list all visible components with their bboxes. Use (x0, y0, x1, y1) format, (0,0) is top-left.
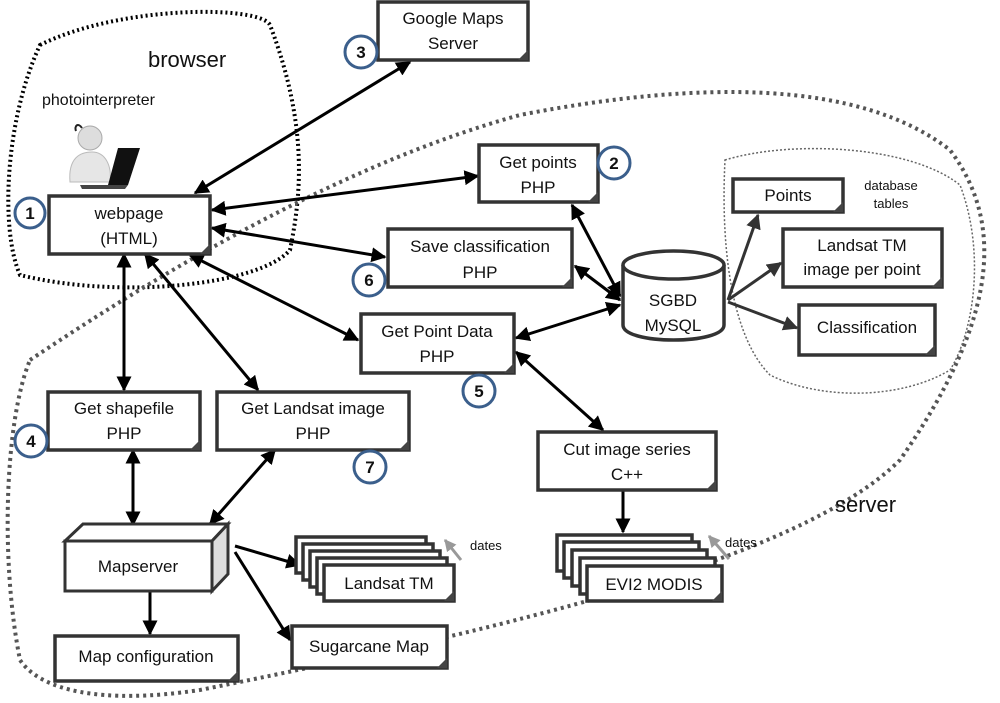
svg-text:Map configuration: Map configuration (78, 647, 213, 666)
node-get-landsat: Get Landsat image PHP (215, 390, 411, 452)
step-badge-1: 1 (13, 196, 47, 230)
node-get-point-data: Get Point Data PHP (359, 312, 516, 375)
svg-text:PHP: PHP (296, 424, 331, 443)
svg-text:Landsat TM: Landsat TM (344, 574, 433, 593)
edge-get-point-data-sgbd (514, 301, 622, 342)
step-badge-6: 6 (351, 262, 387, 298)
svg-text:Save classification: Save classification (410, 237, 550, 256)
server-region-label: server (835, 492, 896, 517)
svg-text:1: 1 (25, 204, 34, 223)
step-badge-2: 2 (596, 145, 632, 181)
db-table-classification: Classification (797, 303, 937, 357)
dates-label: dates (470, 538, 502, 553)
node-map-configuration: Map configuration (53, 634, 240, 683)
db-tables-caption-1: database (864, 178, 918, 193)
node-google-maps: Google Maps Server (376, 0, 530, 62)
svg-text:4: 4 (26, 432, 36, 451)
node-mapserver: Mapserver (61, 520, 232, 595)
actor-label: photointerpreter (42, 92, 156, 109)
edge-webpage-get-landsat (143, 252, 260, 392)
svg-text:PHP: PHP (107, 424, 142, 443)
dates-arrow-icon (707, 535, 731, 560)
db-table-landsat-per-point: Landsat TM image per point (781, 227, 944, 289)
db-tables-caption-2: tables (874, 196, 909, 211)
edge-get-point-data-cut-image (514, 350, 605, 432)
step-badge-5: 5 (461, 373, 497, 409)
svg-text:Get shapefile: Get shapefile (74, 399, 174, 418)
edge-mapserver-landsat-tm (234, 544, 302, 569)
node-get-shapefile: Get shapefile PHP (46, 390, 202, 452)
svg-text:Google Maps: Google Maps (402, 9, 503, 28)
svg-text:Get Landsat image: Get Landsat image (241, 399, 385, 418)
user-laptop-icon (69, 124, 140, 189)
edge-sgbd-landsat-per-point (727, 261, 783, 302)
step-badge-7: 7 (352, 449, 388, 485)
svg-text:6: 6 (364, 271, 373, 290)
svg-text:2: 2 (609, 154, 618, 173)
svg-text:Mapserver: Mapserver (98, 557, 179, 576)
svg-text:C++: C++ (611, 465, 643, 484)
svg-text:Classification: Classification (817, 318, 917, 337)
svg-text:Sugarcane Map: Sugarcane Map (309, 637, 429, 656)
svg-text:PHP: PHP (420, 347, 455, 366)
node-get-points: Get points PHP (477, 143, 600, 204)
dates-arrow-icon (443, 539, 463, 561)
step-badge-3: 3 (343, 34, 379, 70)
svg-text:PHP: PHP (463, 263, 498, 282)
step-badge-4: 4 (13, 423, 49, 459)
edge-save-classification-sgbd (573, 264, 622, 302)
edge-get-landsat-mapserver (208, 448, 277, 526)
edge-sgbd-points (726, 213, 761, 301)
edge-webpage-google-maps (193, 60, 412, 195)
svg-text:Points: Points (764, 186, 811, 205)
edge-sgbd-classification (727, 300, 799, 331)
edge-webpage-get-point-data (188, 253, 360, 342)
svg-text:Server: Server (428, 34, 478, 53)
node-landsat-tm-stack: Landsat TM dates (294, 535, 502, 603)
svg-text:3: 3 (356, 43, 365, 62)
db-table-points: Points (731, 177, 845, 214)
edge-mapserver-sugarcane (233, 551, 292, 642)
edge-webpage-save-classification (210, 222, 387, 263)
node-evi2-modis-stack: EVI2 MODIS dates (555, 533, 757, 603)
svg-text:Landsat TM: Landsat TM (817, 236, 906, 255)
svg-text:7: 7 (365, 458, 374, 477)
svg-text:MySQL: MySQL (645, 316, 702, 335)
svg-text:Get points: Get points (499, 153, 577, 172)
svg-text:Get Point Data: Get Point Data (381, 322, 493, 341)
svg-text:5: 5 (474, 382, 483, 401)
node-sugarcane-map: Sugarcane Map (290, 624, 449, 670)
node-sgbd-database: SGBD MySQL (621, 249, 726, 342)
svg-text:(HTML): (HTML) (100, 229, 158, 248)
svg-text:SGBD: SGBD (649, 291, 697, 310)
edge-webpage-get-points (210, 170, 480, 216)
svg-text:webpage: webpage (93, 204, 163, 223)
svg-text:PHP: PHP (521, 178, 556, 197)
database-tables-boundary (723, 147, 976, 394)
node-cut-image-series: Cut image series C++ (536, 430, 718, 492)
node-webpage: webpage (HTML) (47, 194, 212, 256)
svg-text:EVI2 MODIS: EVI2 MODIS (605, 575, 702, 594)
svg-text:image per point: image per point (803, 260, 920, 279)
dates-label: dates (725, 535, 757, 550)
node-save-classification: Save classification PHP (386, 227, 574, 289)
svg-text:Cut image series: Cut image series (563, 440, 691, 459)
browser-region-label: browser (148, 47, 226, 72)
server-region-boundary (5, 90, 987, 698)
